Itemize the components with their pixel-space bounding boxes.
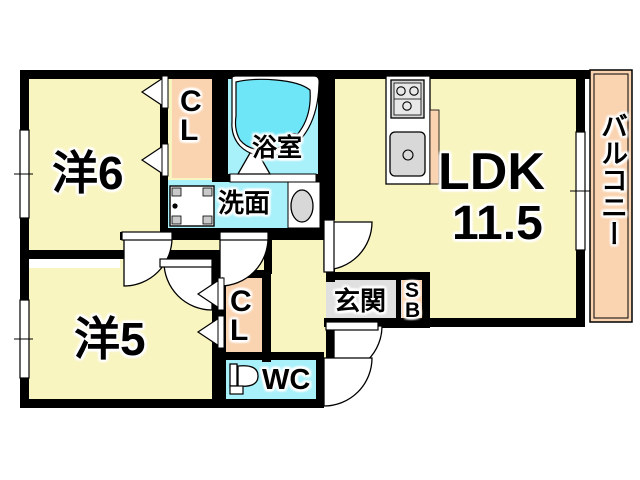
door-washroom-swing	[219, 237, 269, 287]
wall-left	[20, 70, 29, 408]
kitchen-side-panel	[429, 109, 440, 185]
wall-entrance-top	[326, 272, 430, 280]
room-fill-closet-lower	[224, 276, 266, 358]
windows	[14, 129, 590, 379]
wall-bath-east	[318, 70, 328, 186]
room-label-toilet: WC	[262, 364, 311, 396]
washing-machine-space-fixture	[169, 185, 215, 227]
wall-yo6-yo5	[20, 250, 220, 259]
room-fill-entrance	[326, 278, 402, 324]
wall-washroom-west	[160, 174, 168, 236]
toilet-fixture	[229, 363, 259, 395]
wall-entrance-shoe-divider	[396, 276, 401, 324]
room-label-yo6: 洋6	[52, 147, 124, 199]
shoe-box-label-line2: B	[405, 299, 421, 322]
wall-entrance-right	[422, 272, 430, 328]
room-label-ldk: LDK	[438, 143, 545, 201]
room-fill-balcony	[590, 70, 632, 322]
wall-wc-top	[218, 352, 324, 360]
wall-hall-top-2	[264, 232, 330, 240]
bathtub-drain-icon	[289, 132, 299, 140]
wall-hall-stub-1	[264, 232, 272, 274]
wall-closet-upper-left	[212, 70, 220, 182]
closet-door-indicators	[140, 74, 225, 350]
wash-basin-fixture	[287, 181, 321, 229]
room-label-bathroom: 浴室	[252, 134, 303, 162]
balcony-outline	[589, 69, 633, 323]
wall-wc-left	[218, 352, 226, 408]
room-label-closet-lower: CL	[230, 285, 252, 347]
shoe-box-label-line1: S	[405, 279, 420, 302]
room-label-closet-upper: CL	[180, 85, 202, 147]
wall-washroom-east	[318, 174, 328, 236]
wall-yo6-east	[160, 70, 168, 180]
wall-bath-west	[220, 70, 228, 182]
bathtub-fixture	[231, 75, 320, 157]
wall-entrance-left-lower	[326, 320, 334, 380]
room-fills	[20, 70, 632, 408]
wall-bottom-left	[20, 399, 324, 408]
room-label-ldk-size: 11.5	[452, 197, 543, 250]
room-fill-closet-upper	[172, 74, 214, 178]
wall-ldk-west-upper	[326, 70, 335, 220]
room-label-entrance: 玄関	[334, 286, 387, 316]
wall-closet-lower-right	[262, 270, 271, 362]
kitchen-fixtures	[385, 75, 440, 185]
room-label-yo5: 洋5	[74, 313, 146, 365]
doors	[121, 219, 383, 407]
wall-ldk-bottom	[324, 318, 585, 327]
room-label-washroom: 洗面	[218, 188, 271, 218]
door-bath-folding	[229, 144, 317, 183]
door-yo6-swing	[123, 237, 173, 287]
wall-top	[20, 70, 590, 79]
wall-wc-right	[316, 352, 324, 408]
room-label-balcony: バルコニー	[597, 112, 627, 247]
door-toilet-swing	[323, 357, 373, 407]
